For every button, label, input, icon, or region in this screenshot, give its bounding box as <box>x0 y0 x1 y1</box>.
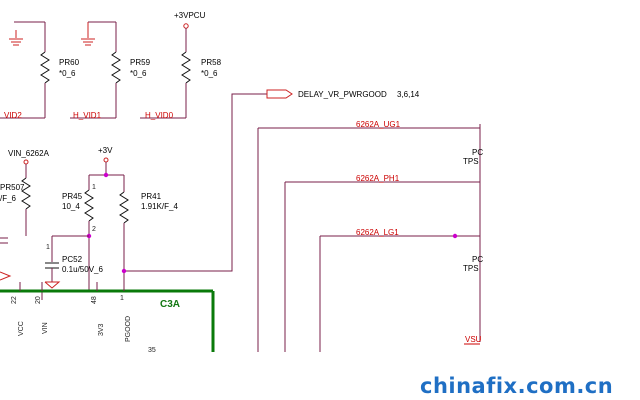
pin-number: 1 <box>46 244 50 251</box>
net-lg1: 6262A_LG1 <box>356 228 399 237</box>
net-ph1-wire: 6262A_PH1 <box>284 174 480 352</box>
offpage-pages: 3,6,14 <box>397 90 420 99</box>
net-vsu: VSU <box>465 335 482 344</box>
pr59-value: *0_6 <box>130 69 147 78</box>
pin-number: 22 <box>11 296 18 304</box>
pin-name-3v3: 3V3 <box>98 323 105 336</box>
part-pc-1: PC <box>472 148 483 157</box>
resistor-pr507: VIN_6262A PR507 /F_6 <box>0 149 50 236</box>
ic-label: C3A <box>160 299 180 310</box>
pr58-ref: PR58 <box>201 58 222 67</box>
pr41-value: 1.91K/F_4 <box>141 202 178 211</box>
pin-name-pgood: PGOOD <box>125 316 132 342</box>
pr59-ref: PR59 <box>130 58 151 67</box>
watermark: chinafix.com.cn <box>420 374 613 398</box>
resistor-pr58: +3VPCU PR58 *0_6 H_VID0 <box>140 11 222 120</box>
resistor-pr41: PR41 1.91K/F_4 <box>119 175 178 290</box>
right-edge-parts: PC TPS PC TPS VSU <box>463 124 483 345</box>
part-pc-2: PC <box>472 255 483 264</box>
pin-name-vcc: VCC <box>18 321 25 336</box>
pin-number: 1 <box>120 295 124 302</box>
capacitor-pc52: 1 PC52 0.1u/50V_6 <box>41 235 103 300</box>
junction-dot <box>452 233 458 239</box>
pin-number: 20 <box>35 296 42 304</box>
left-partial-parts <box>0 237 12 281</box>
pr60-value: *0_6 <box>59 69 76 78</box>
pr507-value: /F_6 <box>0 194 17 203</box>
power-vin: VIN_6262A <box>8 149 50 158</box>
pr41-ref: PR41 <box>141 192 162 201</box>
part-tps-1: TPS <box>463 157 479 166</box>
offpage-label: DELAY_VR_PWRGOOD <box>298 90 387 99</box>
offpage-connector: DELAY_VR_PWRGOOD 3,6,14 <box>124 89 420 272</box>
resistor-pr45: PR45 10_4 1 2 <box>62 175 96 290</box>
ground-symbol <box>9 30 23 46</box>
net-ug1: 6262A_UG1 <box>356 120 401 129</box>
pc52-ref: PC52 <box>62 255 83 264</box>
pr60-ref: PR60 <box>59 58 80 67</box>
pin-number: 35 <box>148 347 156 354</box>
net-h-vid0: H_VID0 <box>145 111 174 120</box>
pr45-value: 10_4 <box>62 202 80 211</box>
power-3v: +3V <box>98 146 113 155</box>
pin-number: 1 <box>92 184 96 191</box>
pin-name-vin: VIN <box>42 322 49 334</box>
net-ph1: 6262A_PH1 <box>356 174 400 183</box>
resistor-pr59: PR59 *0_6 H_VID1 <box>70 21 151 120</box>
pc52-value: 0.1u/50V_6 <box>62 265 103 274</box>
ic-c3a: C3A 22 20 48 1 VCC VIN 3V3 PGOOD 35 <box>0 282 215 354</box>
resistor-pr60: PR60 *0_6 VID2 <box>0 21 80 120</box>
power-3vpcu: +3VPCU <box>174 11 206 20</box>
pin-number: 2 <box>92 226 96 233</box>
part-tps-2: TPS <box>463 264 479 273</box>
pin-number: 48 <box>91 296 98 304</box>
ground-symbol <box>81 22 95 46</box>
pr507-ref: PR507 <box>0 183 25 192</box>
pr58-value: *0_6 <box>201 69 218 78</box>
pr45-ref: PR45 <box>62 192 83 201</box>
net-h-vid1: H_VID1 <box>73 111 102 120</box>
net-vid2: VID2 <box>4 111 22 120</box>
net-ug1-wire: 6262A_UG1 <box>257 120 480 352</box>
power-3v-rail: +3V <box>89 146 124 178</box>
net-lg1-wire: 6262A_LG1 <box>319 228 480 352</box>
